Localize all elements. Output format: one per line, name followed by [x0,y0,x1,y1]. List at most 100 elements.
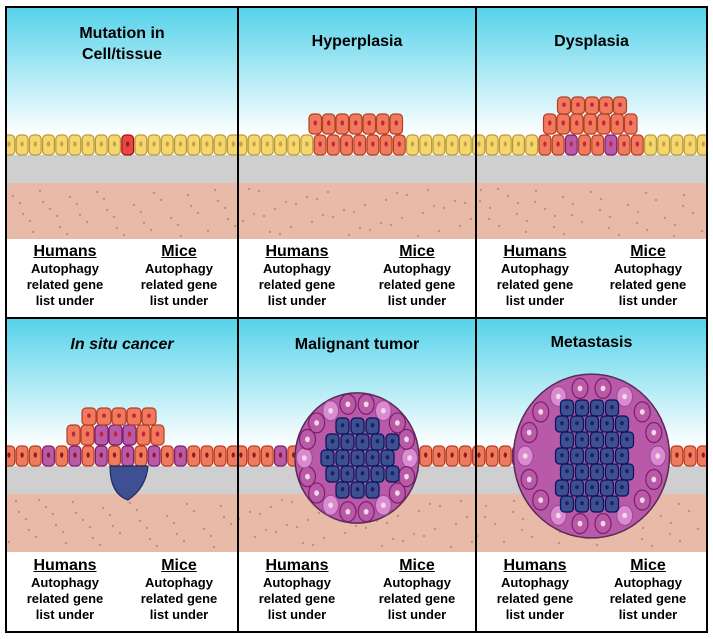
epithelial-cell [41,445,55,467]
atypical-cell [122,424,137,446]
tumor-cell [594,377,612,400]
epithelial-cell [174,134,188,156]
epithelial-cell [476,445,486,467]
epithelial-cell [551,134,565,156]
basement-membrane [238,155,476,183]
epithelial-cell [313,134,327,156]
cancer-core [554,399,635,513]
cancer-cell [559,431,575,449]
epithelial-cell [604,134,618,156]
cancer-cell [584,415,600,433]
tumor-cell [322,400,340,422]
tumor-cell [295,447,313,469]
tumor-cell [401,447,419,469]
epithelial-cell [366,134,380,156]
epithelial-cell [260,445,274,467]
epithelial-cell [287,134,301,156]
mice-gene-list-text: Autophagy related gene list under [378,575,456,622]
epithelial-cell [300,134,314,156]
atypical-cell [126,407,142,426]
cancer-cell [355,433,370,451]
epithelial-cell [226,134,238,156]
mice-label: Mice [630,243,666,260]
mice-gene-list-text: Autophagy related gene list under [140,575,218,622]
hyperplastic-cell [348,113,363,135]
humans-gene-list-text: Autophagy related gene list under [496,575,574,622]
epithelial-cell [696,445,707,467]
tumor-cell [388,482,406,504]
epithelial-cell [577,134,591,156]
tumor-cell [571,377,589,400]
humans-gene-list-text: Autophagy related gene list under [26,575,104,622]
epithelial-cell [339,134,353,156]
epithelial-cell [498,445,512,467]
cancer-cell [604,463,620,481]
cancer-cell [589,431,605,449]
cancer-cell [604,495,620,513]
epithelial-cell [564,134,578,156]
cancer-cell [599,479,615,497]
epithelial-cell [160,134,174,156]
tumor-cell [397,428,416,450]
epithelial-cell [525,134,539,156]
epithelial-cell-row [6,134,238,156]
cancer-cell [335,417,350,435]
tumor-cell [520,468,538,491]
mice-label: Mice [399,243,435,260]
cancer-cell [589,495,605,513]
cancer-cell [559,399,575,417]
cancer-cell [350,481,365,499]
tumor-cell [649,445,667,467]
atypical-cell [81,407,97,426]
tumor-cell [374,400,392,422]
stage-title: Hyperplasia [311,33,403,50]
tumor-cell [645,421,663,444]
cancer-cell [335,449,350,467]
epithelial-cell [696,134,707,156]
stage-title: Dysplasia [554,33,629,50]
epithelial-cell [683,445,697,467]
stage-title: Malignant tumor [294,336,420,353]
cancer-cell [569,415,585,433]
tumor-cell [357,501,375,523]
epithelial-cell [226,445,238,467]
cancer-cell [365,449,380,467]
dysplastic-cell [556,113,571,135]
mice-label: Mice [630,557,666,574]
mice-gene-list-text: Autophagy related gene list under [609,575,687,622]
epithelial-cell [187,134,201,156]
epithelial-cell [213,134,227,156]
cancer-cell [584,479,600,497]
dysplastic-cell [610,113,625,135]
epithelial-cell [273,134,287,156]
epithelial-cell [538,134,552,156]
epithelial-cell-row [476,134,707,156]
dysplastic-cell [612,96,628,115]
epithelial-cell [200,445,214,467]
atypical-cell [108,424,123,446]
humans-label: Humans [33,557,97,574]
cancer-cell [370,433,385,451]
lesion [308,113,404,135]
epithelial-cell [485,445,499,467]
epithelial-cell [657,134,671,156]
epithelial-cell [591,134,605,156]
stroma-tissue [6,494,238,552]
epithelial-cell [432,445,446,467]
tumor-cell [322,494,340,516]
stroma-tissue [476,183,707,241]
cancer-cell [614,415,630,433]
cancer-cell [574,399,590,417]
